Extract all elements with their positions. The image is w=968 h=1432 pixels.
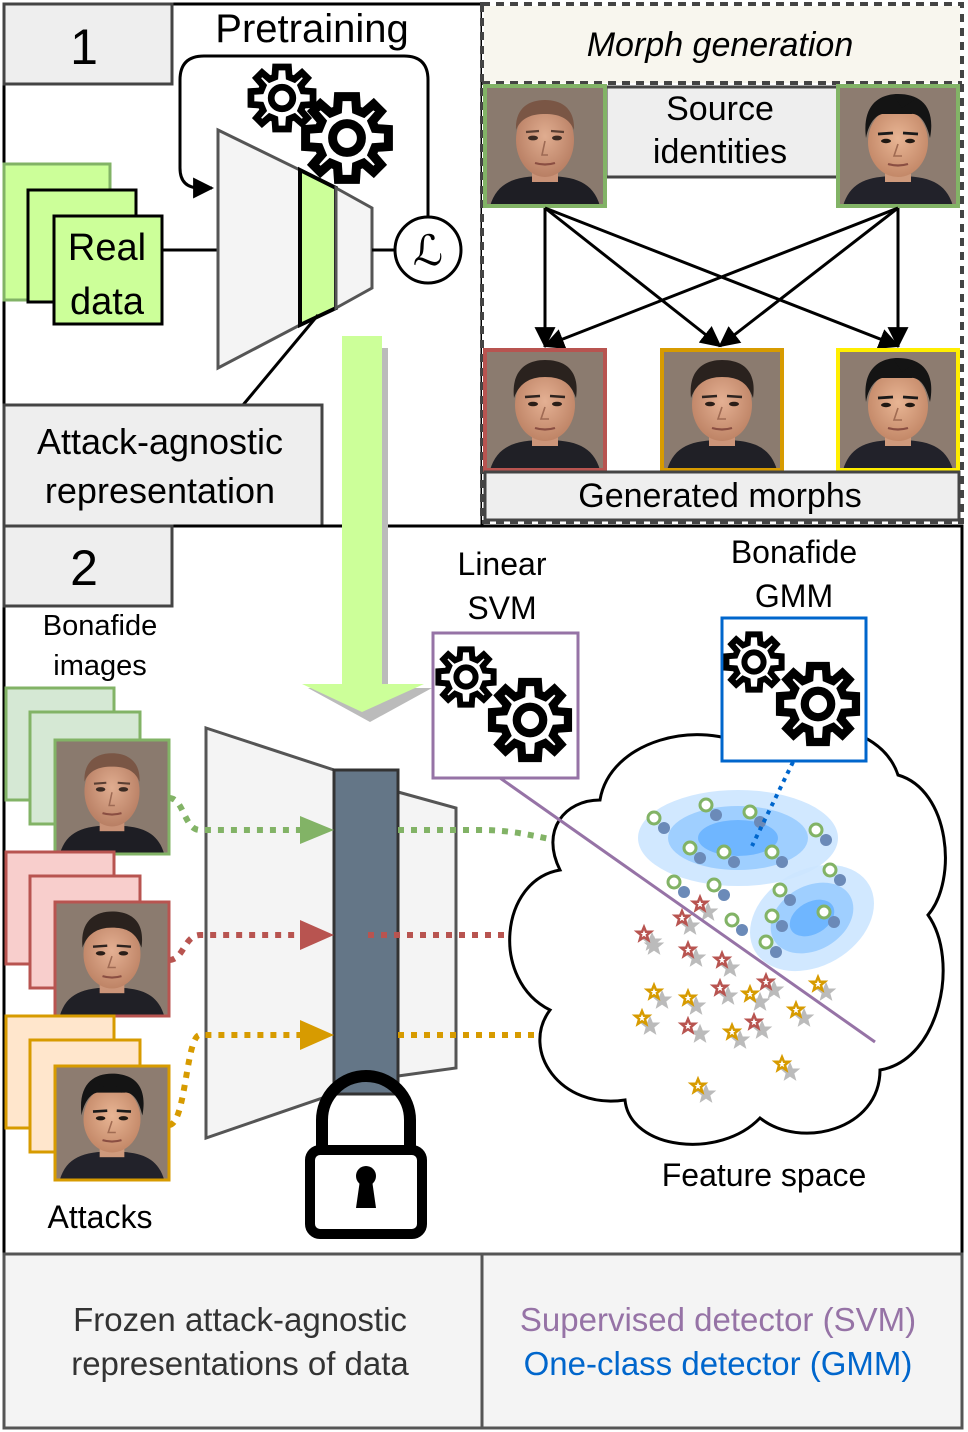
footer-left-line1: Frozen attack-agnostic bbox=[73, 1301, 407, 1338]
footer-right-line2: One-class detector (GMM) bbox=[524, 1345, 913, 1382]
gmm-label-line1: Bonafide bbox=[731, 534, 857, 570]
svm-decision-boundary bbox=[499, 776, 876, 1044]
attacks-label: Attacks bbox=[48, 1199, 153, 1235]
transfer-arrow bbox=[302, 336, 432, 722]
morph-title-bar bbox=[484, 6, 960, 83]
morph-title: Morph generation bbox=[587, 26, 854, 64]
source-face-b bbox=[836, 84, 960, 208]
feedback-loop-arrow bbox=[178, 54, 430, 217]
loss-symbol: ℒ bbox=[413, 227, 443, 274]
gmm-label-line2: GMM bbox=[755, 578, 833, 614]
representation-label-line1: Attack-agnostic bbox=[37, 421, 283, 462]
attack-stack-orange bbox=[4, 1014, 171, 1182]
source-face-a bbox=[483, 84, 607, 208]
attack-stack-red bbox=[4, 850, 171, 1018]
representation-box bbox=[2, 403, 324, 528]
morph-face-yellow bbox=[836, 348, 960, 472]
panel-2-number-box bbox=[2, 524, 174, 608]
pretrain-encoder bbox=[216, 127, 374, 371]
source-identities-box bbox=[604, 85, 840, 179]
bonafide-images-line2: images bbox=[53, 650, 147, 682]
feature-space-label: Feature space bbox=[662, 1157, 867, 1193]
real-data-label-line1: Real bbox=[68, 227, 146, 269]
real-data-label-line2: data bbox=[70, 281, 145, 323]
gmm-pointer bbox=[750, 761, 795, 847]
svm-label-line2: SVM bbox=[467, 590, 536, 626]
generated-morphs-label: Generated morphs bbox=[578, 477, 862, 515]
real-data-stack: Real data bbox=[2, 162, 164, 326]
panel-1-number: 1 bbox=[70, 19, 98, 75]
footer-right-line1: Supervised detector (SVM) bbox=[520, 1301, 916, 1338]
bonafide-images-line1: Bonafide bbox=[43, 610, 158, 642]
panel-detection: 2 Bonafide images Attacks bbox=[2, 336, 964, 1256]
panel-morph-generation: Morph generation Source identities bbox=[480, 2, 964, 524]
svm-label-line1: Linear bbox=[458, 546, 547, 582]
panel-pretraining: 1 Pretraining Real data ℒ A bbox=[2, 2, 484, 528]
source-label-line2: identities bbox=[653, 133, 787, 171]
bonafide-points bbox=[646, 797, 846, 958]
footer-left-line2: representations of data bbox=[71, 1345, 409, 1382]
morph-face-orange bbox=[660, 348, 784, 472]
source-label-line1: Source bbox=[666, 90, 774, 128]
generated-morphs-box bbox=[483, 470, 961, 522]
lock-icon bbox=[305, 1070, 427, 1239]
representation-pointer bbox=[241, 314, 320, 406]
panel-1-number-box bbox=[2, 2, 174, 86]
representation-label-line2: representation bbox=[45, 470, 275, 511]
footer: Frozen attack-agnostic representations o… bbox=[2, 1252, 964, 1430]
morph-face-red bbox=[483, 348, 607, 472]
panel-2-number: 2 bbox=[70, 540, 98, 596]
bonafide-stack bbox=[4, 686, 171, 856]
morph-arrows bbox=[534, 206, 909, 349]
pretraining-title: Pretraining bbox=[215, 7, 408, 51]
